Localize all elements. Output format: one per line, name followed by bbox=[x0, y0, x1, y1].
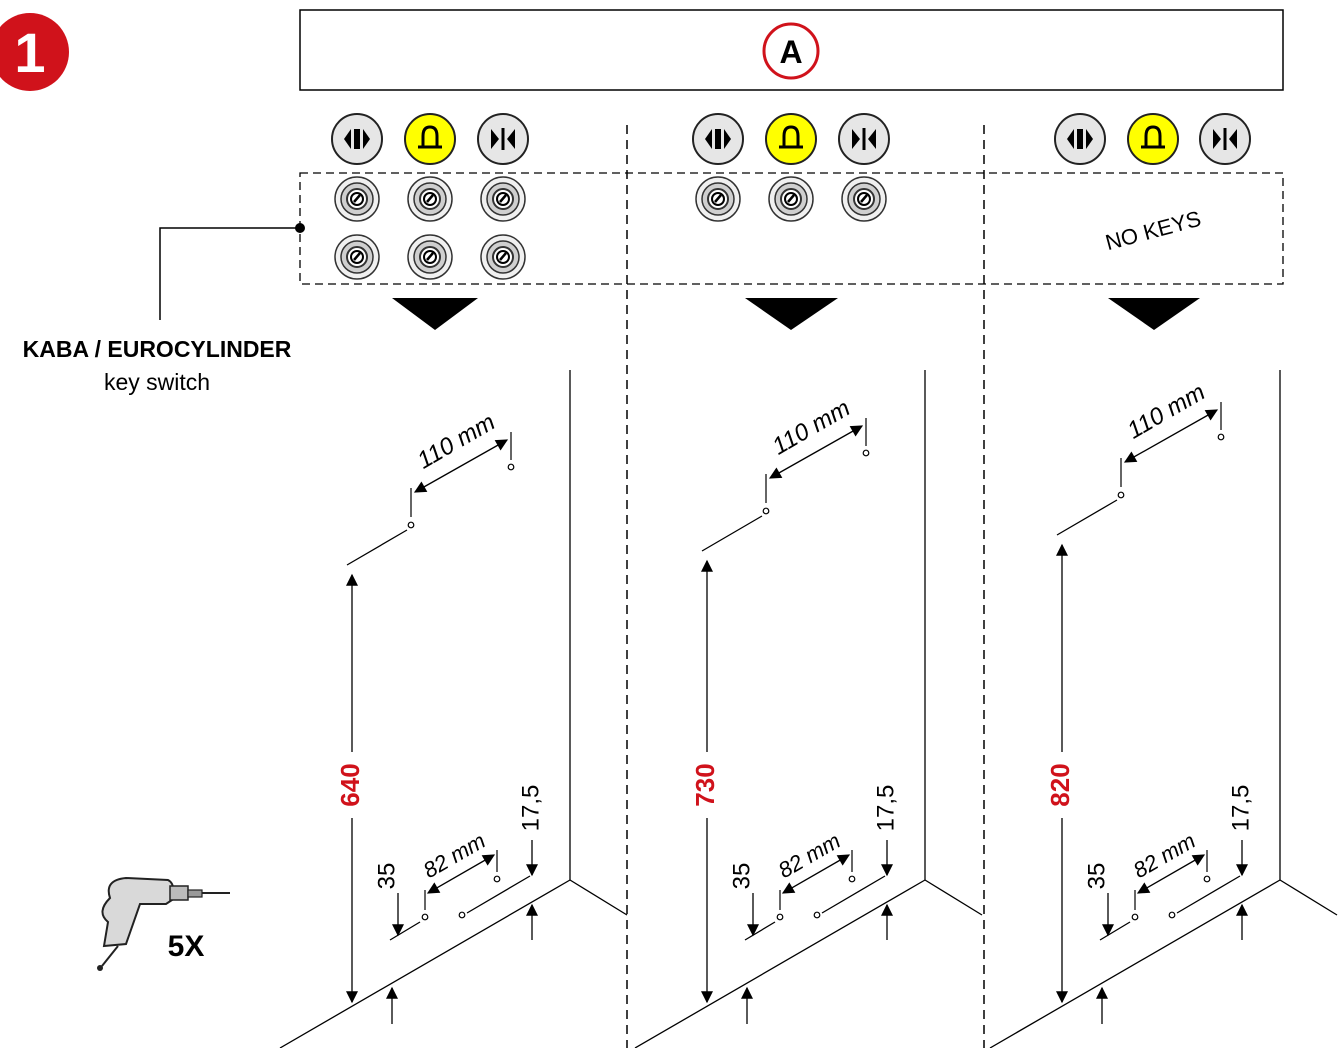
height-label: 640 bbox=[335, 763, 365, 806]
drill-hole bbox=[862, 449, 870, 457]
keyswitch-title: KABA / EUROCYLINDER bbox=[23, 336, 292, 362]
floor-line bbox=[569, 879, 628, 916]
key-cylinder-icon bbox=[694, 175, 742, 223]
drill-hole bbox=[776, 913, 784, 921]
height-label-bg bbox=[693, 752, 721, 818]
drill-hole bbox=[1217, 433, 1225, 441]
door-open-icon bbox=[331, 113, 383, 165]
drill-hole bbox=[421, 913, 429, 921]
drill-icon bbox=[97, 876, 230, 971]
door-close-icon bbox=[477, 113, 529, 165]
step-badge: 1 bbox=[0, 13, 69, 91]
upper-mount-line bbox=[1056, 499, 1118, 536]
down-arrow bbox=[1108, 298, 1200, 330]
floor-line bbox=[989, 879, 1281, 1048]
lower-mount-line bbox=[744, 921, 776, 941]
wall-panel-3: 110 mm 820 82 mm 35 17,5 bbox=[989, 370, 1338, 1048]
left-offset-label: 35 bbox=[373, 863, 400, 890]
dimension-line bbox=[426, 854, 496, 894]
variant-letter: A bbox=[779, 34, 802, 70]
door-close-icon bbox=[1199, 113, 1251, 165]
height-label: 730 bbox=[690, 763, 720, 806]
left-offset-label: 35 bbox=[1083, 863, 1110, 890]
drill-hole bbox=[1203, 875, 1211, 883]
lower-mount-line bbox=[821, 875, 886, 914]
down-arrow bbox=[745, 298, 838, 330]
drill-hole bbox=[458, 911, 466, 919]
bell-icon bbox=[403, 112, 457, 166]
button-row-2 bbox=[692, 112, 890, 166]
lower-mount-line bbox=[389, 921, 421, 941]
step-number: 1 bbox=[14, 21, 45, 84]
floor-line bbox=[279, 879, 571, 1048]
floor-line bbox=[1279, 879, 1338, 916]
key-cylinder-icon bbox=[406, 233, 454, 281]
top-span-label: 110 mm bbox=[1123, 379, 1210, 445]
key-cylinder-icon bbox=[406, 175, 454, 223]
door-open-icon bbox=[692, 113, 744, 165]
keyswitch-subtitle: key switch bbox=[104, 369, 210, 395]
key-cylinder-icon bbox=[333, 175, 381, 223]
bell-icon bbox=[764, 112, 818, 166]
right-offset-label: 17,5 bbox=[872, 785, 899, 832]
upper-mount-line bbox=[346, 529, 408, 566]
drill-hole bbox=[507, 463, 515, 471]
wall-panel-1: 110 mm 640 82 mm 35 17,5 bbox=[279, 370, 628, 1048]
drill-count: 5X bbox=[168, 930, 205, 963]
floor-line bbox=[634, 879, 926, 1048]
key-cylinder-icon bbox=[333, 233, 381, 281]
floor-line bbox=[924, 879, 983, 916]
key-cylinder-icon bbox=[479, 233, 527, 281]
lower-mount-line bbox=[1176, 875, 1241, 914]
bottom-span-label: 82 mm bbox=[774, 828, 845, 883]
key-cylinders-col-2 bbox=[694, 175, 888, 223]
drill-hole bbox=[813, 911, 821, 919]
drill-hole bbox=[493, 875, 501, 883]
bottom-span-label: 82 mm bbox=[419, 828, 490, 883]
height-label: 820 bbox=[1045, 763, 1075, 806]
dimension-line bbox=[768, 425, 864, 479]
bell-icon bbox=[1126, 112, 1180, 166]
key-cylinder-icon bbox=[479, 175, 527, 223]
wall-panels: 110 mm 640 82 mm 35 17,5 110 mm 730 82 mm 35 17,5… bbox=[279, 370, 1338, 1048]
height-label-bg bbox=[1048, 752, 1076, 818]
right-offset-label: 17,5 bbox=[1227, 785, 1254, 832]
lower-mount-line bbox=[1099, 921, 1131, 941]
dimension-line bbox=[413, 439, 509, 493]
header-box: A bbox=[299, 9, 1284, 91]
down-arrow bbox=[392, 298, 478, 330]
button-row-3 bbox=[1054, 112, 1251, 166]
upper-mount-line bbox=[701, 515, 763, 552]
variant-circle bbox=[762, 22, 820, 80]
key-cylinders-col-1 bbox=[333, 175, 527, 281]
wall-panel-2: 110 mm 730 82 mm 35 17,5 bbox=[634, 370, 983, 1048]
height-label-bg bbox=[338, 752, 366, 818]
drill-hole bbox=[407, 521, 415, 529]
drill-hole bbox=[1131, 913, 1139, 921]
key-cylinder-icon bbox=[840, 175, 888, 223]
right-offset-label: 17,5 bbox=[517, 785, 544, 832]
left-offset-label: 35 bbox=[728, 863, 755, 890]
door-open-icon bbox=[1054, 113, 1106, 165]
top-span-label: 110 mm bbox=[413, 409, 500, 475]
door-close-icon bbox=[838, 113, 890, 165]
drill-hole bbox=[1168, 911, 1176, 919]
dimension-line bbox=[1123, 409, 1219, 463]
top-span-label: 110 mm bbox=[768, 395, 855, 461]
keyswitch-callout bbox=[159, 223, 305, 320]
dimension-line bbox=[781, 854, 851, 894]
button-row-1 bbox=[331, 112, 529, 166]
no-keys-label: NO KEYS bbox=[1103, 206, 1204, 255]
dimension-line bbox=[1136, 854, 1206, 894]
drill-hole bbox=[848, 875, 856, 883]
bottom-span-label: 82 mm bbox=[1129, 828, 1200, 883]
drill-hole bbox=[762, 507, 770, 515]
key-cylinder-icon bbox=[767, 175, 815, 223]
lower-mount-line bbox=[466, 875, 531, 914]
drill-hole bbox=[1117, 491, 1125, 499]
